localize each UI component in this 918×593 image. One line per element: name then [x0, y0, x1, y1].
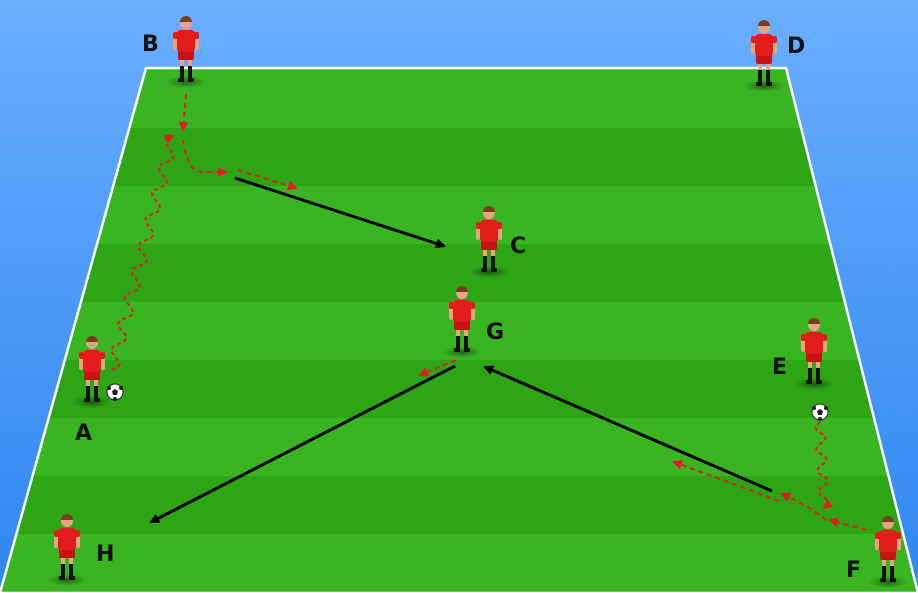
pass-b-to-c — [234, 176, 446, 249]
pitch-stripe — [0, 418, 918, 476]
player-e — [794, 318, 834, 390]
player-shadow — [47, 574, 87, 586]
player-b — [166, 16, 206, 88]
player-label-d: D — [787, 34, 806, 59]
run-b-after-pass — [237, 169, 298, 191]
player-shadow — [72, 396, 112, 408]
pitch-stripe — [0, 360, 918, 418]
run-f-curve — [780, 492, 827, 521]
pitch-stripe — [0, 0, 918, 68]
player-shadow — [469, 266, 509, 278]
player-label-e: E — [772, 355, 788, 380]
player-label-b: B — [142, 32, 159, 57]
player-d — [744, 20, 784, 92]
player-label-f: F — [846, 558, 862, 583]
player-shadow — [794, 378, 834, 390]
run-f-in — [828, 517, 867, 531]
player-shadow — [442, 346, 482, 358]
run-g-check — [418, 359, 457, 377]
player-a — [72, 336, 112, 408]
player-h — [47, 514, 87, 586]
player-shadow — [166, 76, 206, 88]
player-label-c: C — [510, 234, 527, 259]
player-label-g: G — [486, 320, 505, 345]
pass-f-to-g — [483, 365, 773, 493]
dribble-a-to-b — [110, 134, 175, 371]
pitch-stripe — [0, 186, 918, 244]
run-f-after-pass — [672, 460, 780, 502]
ball-icon — [811, 403, 829, 421]
pitch-stripe — [0, 128, 918, 186]
pitch-boundary — [0, 66, 918, 593]
player-label-a: A — [75, 421, 93, 446]
player-label-h: H — [96, 542, 115, 567]
player-g — [442, 286, 482, 358]
run-b-curve — [182, 139, 228, 177]
player-shadow — [868, 576, 908, 588]
player-f — [868, 516, 908, 588]
player-c — [469, 206, 509, 278]
dribble-e-to-f — [814, 421, 834, 510]
pitch-stripe — [0, 68, 918, 128]
player-shadow — [744, 80, 784, 92]
ball-icon — [106, 383, 124, 401]
pitch-stripe — [0, 476, 918, 534]
pass-g-to-h — [149, 364, 456, 524]
pitch-stripe — [0, 534, 918, 593]
run-b-down — [178, 93, 189, 132]
